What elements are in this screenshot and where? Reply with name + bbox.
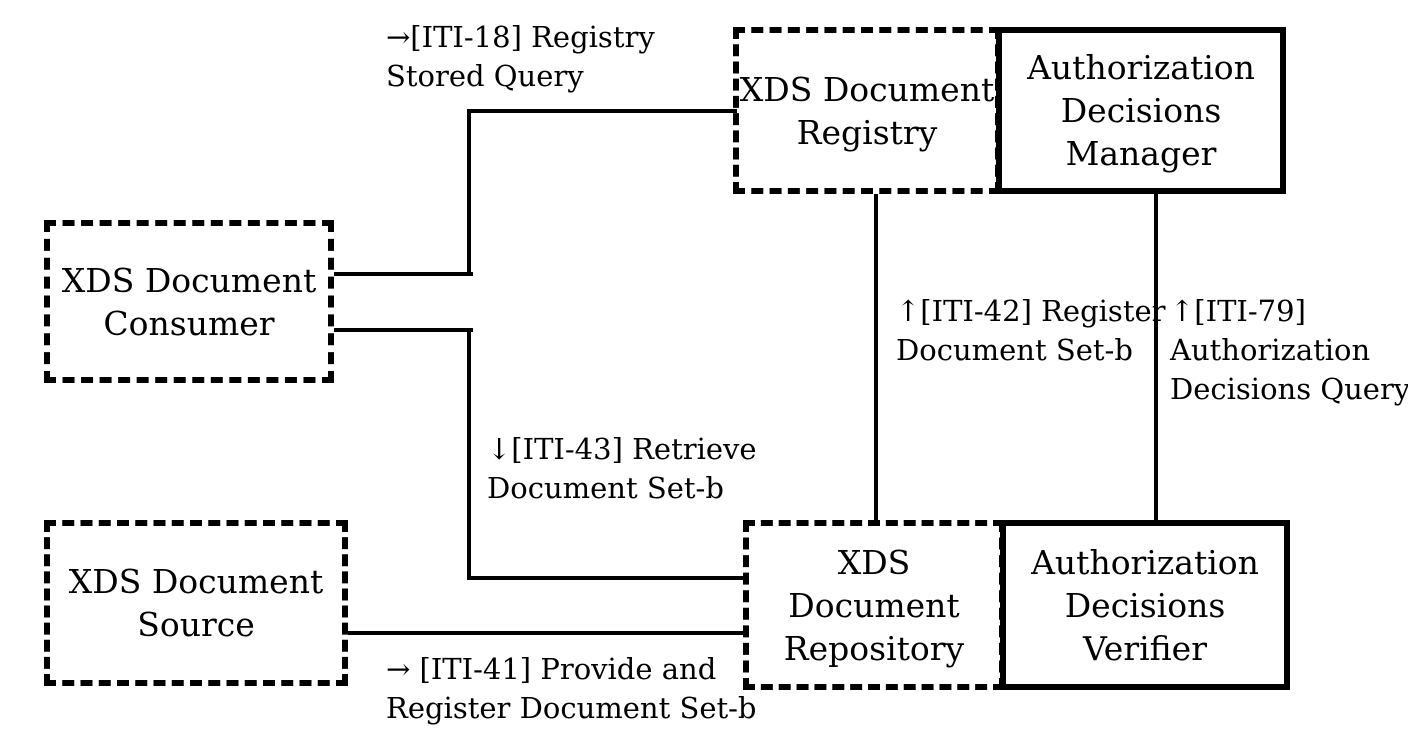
iti42-label-line2: Document Set-b [896, 333, 1133, 367]
iti18-label-line1: →[ITI-18] Registry [386, 20, 655, 54]
iti43-label-line1: ↓[ITI-43] Retrieve [487, 432, 757, 466]
iti41-label: → [ITI-41] Provide and Register Document… [386, 650, 757, 728]
source-label-line2: Source [137, 605, 255, 644]
iti43-connector-vertical [467, 328, 471, 580]
adv-label-line1: Authorization [1031, 542, 1259, 582]
iti79-label: ↑[ITI-79] Authorization Decisions Query [1170, 292, 1408, 409]
iti79-label-line2: Authorization [1170, 333, 1371, 367]
adm-label-line2: Decisions [1060, 91, 1222, 130]
registry-label-line2: Registry [796, 112, 938, 152]
adm-label-line3: Manager [1065, 134, 1217, 173]
iti43-connector-horizontal-lower [467, 576, 745, 580]
iti42-label: ↑[ITI-42] Register Document Set-b [896, 292, 1166, 370]
repository-label-line2: Repository [783, 628, 965, 668]
iti41-connector [348, 631, 745, 635]
iti79-connector [1154, 194, 1158, 524]
adv-label-line2: Decisions [1064, 585, 1226, 625]
xds-document-consumer-box: XDS Document Consumer [44, 220, 334, 383]
repository-label-line1: XDS Document [788, 542, 960, 625]
iti18-connector-vertical [467, 109, 471, 275]
iti18-label-line2: Stored Query [386, 59, 584, 93]
consumer-label-line1: XDS Document [61, 260, 317, 300]
authorization-decisions-manager-box: Authorization Decisions Manager [996, 27, 1286, 194]
xds-document-registry-box: XDS Document Registry [733, 27, 1001, 194]
adv-label-line3: Verifier [1083, 628, 1207, 668]
authorization-decisions-verifier-box: Authorization Decisions Verifier [1000, 520, 1290, 690]
iti18-connector-horizontal-lower [334, 272, 473, 276]
registry-label-line1: XDS Document [739, 69, 995, 109]
consumer-label-line2: Consumer [103, 303, 275, 343]
iti42-connector [874, 194, 878, 524]
adm-label-line1: Authorization [1027, 48, 1255, 87]
iti41-label-line1: → [ITI-41] Provide and [386, 652, 717, 686]
iti43-connector-horizontal-upper [334, 328, 473, 332]
iti79-label-line1: ↑[ITI-79] [1170, 294, 1306, 328]
iti79-label-line3: Decisions Query [1170, 372, 1408, 406]
iti18-connector-horizontal-upper [467, 109, 737, 113]
iti42-label-line1: ↑[ITI-42] Register [896, 294, 1166, 328]
iti18-label: →[ITI-18] Registry Stored Query [386, 18, 655, 96]
xds-document-repository-box: XDS Document Repository [743, 520, 1005, 690]
iti43-label: ↓[ITI-43] Retrieve Document Set-b [487, 430, 757, 508]
iti41-label-line2: Register Document Set-b [386, 691, 757, 725]
source-label-line1: XDS Document [68, 562, 324, 601]
xds-document-source-box: XDS Document Source [44, 520, 348, 686]
iti43-label-line2: Document Set-b [487, 471, 724, 505]
